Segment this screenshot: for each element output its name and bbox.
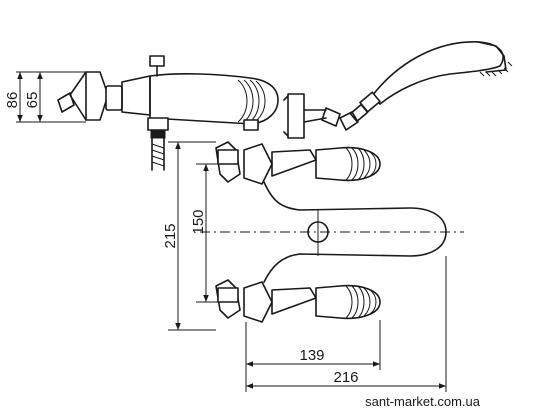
dim-215-label: 215 xyxy=(162,223,179,248)
watermark-text: sant-market.com.ua xyxy=(365,394,481,409)
shower-head xyxy=(283,41,513,139)
dim-139-label: 139 xyxy=(299,347,324,364)
dim-150-label: 150 xyxy=(190,209,207,234)
dimensions: 86 65 215 150 139 216 xyxy=(4,71,447,392)
dim-65-label: 65 xyxy=(24,92,41,109)
dim-86-label: 86 xyxy=(4,92,21,109)
dim-216-label: 216 xyxy=(333,369,358,386)
plan-view xyxy=(200,141,464,323)
side-view xyxy=(57,55,279,171)
